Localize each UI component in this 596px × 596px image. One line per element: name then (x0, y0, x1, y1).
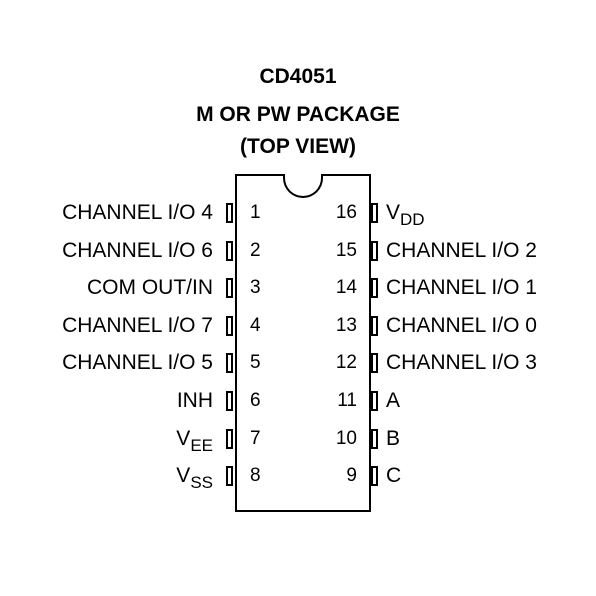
pin-12-number: 12 (335, 352, 357, 374)
pin-16-number: 16 (335, 202, 357, 223)
pin-10-label-text: B (386, 426, 401, 450)
pin1-notch (283, 173, 323, 198)
pin-16-label: VDD (386, 201, 425, 229)
pin-8-label: VSS (176, 464, 213, 492)
pin-16-lead (371, 203, 378, 223)
pin-14-number: 14 (335, 277, 357, 299)
pin-9-label: C (386, 465, 401, 487)
pin-8-label-subscript: SS (190, 473, 213, 493)
pin-4-number: 4 (250, 314, 261, 336)
pin-14-lead (371, 278, 378, 299)
pin-1-lead (226, 203, 233, 223)
pin-2-label: CHANNEL I/O 6 (62, 238, 213, 262)
part-number-title: CD4051 (259, 65, 337, 88)
pin-3-label: COM OUT/IN (87, 277, 213, 299)
pin-12-label-text: CHANNEL I/O 3 (386, 351, 537, 375)
pin-5-lead (226, 353, 233, 374)
pin-7-label-text: V (176, 426, 191, 450)
pin-3-label-text: COM OUT/IN (87, 276, 213, 300)
pin-2-label-text: CHANNEL I/O 6 (62, 238, 213, 262)
pin-5-label: CHANNEL I/O 5 (62, 352, 213, 374)
pin-4-label-text: CHANNEL I/O 7 (62, 313, 213, 337)
pin-1-number: 1 (250, 202, 261, 223)
pin-9-label-text: C (386, 464, 402, 488)
pin-7-label: VEE (176, 426, 213, 454)
pin-8-lead (226, 466, 233, 487)
pin-3-number: 3 (250, 277, 261, 299)
pin-4-label: CHANNEL I/O 7 (62, 313, 213, 337)
pin-15-lead (371, 240, 378, 261)
pin-1-label: CHANNEL I/O 4 (62, 202, 213, 224)
pin-7-label-subscript: EE (190, 435, 213, 455)
pin-10-lead (371, 428, 378, 449)
pin-5-number: 5 (250, 352, 261, 374)
pin-11-label: A (386, 390, 400, 412)
pin-11-lead (371, 391, 378, 411)
pin-16-label-text: V (386, 201, 401, 224)
pin-16-label-subscript: DD (400, 210, 425, 229)
pin-6-label-text: INH (176, 389, 213, 412)
pin-14-label: CHANNEL I/O 1 (386, 277, 537, 299)
pin-12-label: CHANNEL I/O 3 (386, 352, 537, 374)
pin-12-lead (371, 353, 378, 374)
pin-15-label-text: CHANNEL I/O 2 (386, 238, 537, 262)
pin-8-number: 8 (250, 465, 261, 487)
pin-9-number: 9 (346, 465, 357, 487)
pin-6-number: 6 (250, 390, 261, 411)
ic-package-body (235, 173, 371, 512)
pin-13-label-text: CHANNEL I/O 0 (386, 313, 537, 337)
view-title: (TOP VIEW) (240, 135, 356, 158)
pin-6-label: INH (177, 390, 213, 412)
pin-7-lead (226, 428, 233, 449)
pin-2-number: 2 (250, 239, 261, 261)
pin-13-lead (371, 315, 378, 336)
pin-11-label-text: A (386, 389, 401, 412)
package-title: M OR PW PACKAGE (196, 103, 400, 126)
pin-8-label-text: V (176, 464, 191, 488)
pin-4-lead (226, 315, 233, 336)
pin-15-number: 15 (335, 239, 357, 261)
pin-5-label-text: CHANNEL I/O 5 (62, 351, 213, 375)
pin-2-lead (226, 240, 233, 261)
pin-9-lead (371, 466, 378, 487)
pin-10-label: B (386, 426, 401, 450)
pin-11-number: 11 (337, 390, 357, 411)
pin-1-label-text: CHANNEL I/O 4 (62, 201, 213, 224)
pin-13-label: CHANNEL I/O 0 (386, 313, 537, 337)
pin-14-label-text: CHANNEL I/O 1 (386, 276, 537, 300)
pin-6-lead (226, 391, 233, 411)
pin-7-number: 7 (250, 427, 261, 449)
pin-13-number: 13 (335, 314, 357, 336)
pin-15-label: CHANNEL I/O 2 (386, 238, 537, 262)
pin-10-number: 10 (335, 427, 357, 449)
pin-3-lead (226, 278, 233, 299)
